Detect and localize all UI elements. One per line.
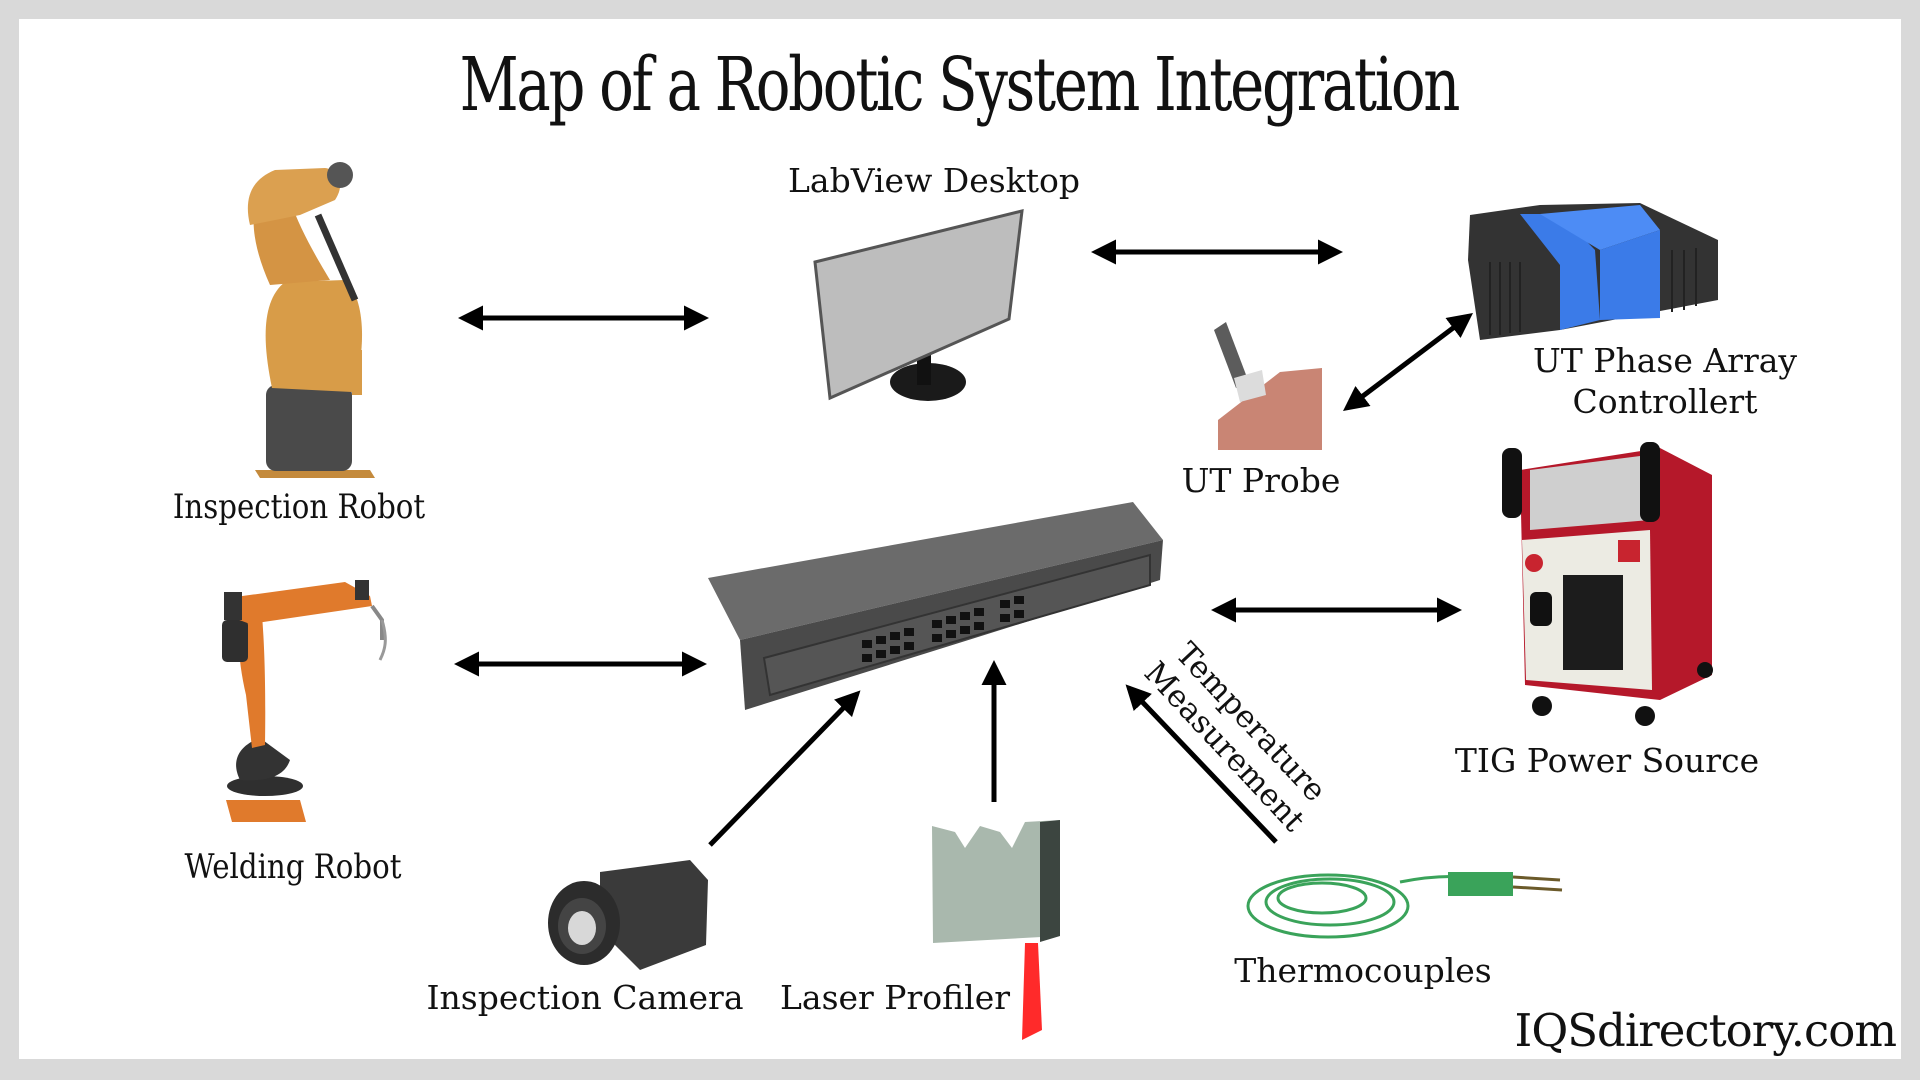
ut-controller-label-line1: UT Phase Array [1532,341,1798,380]
welding-robot-label: Welding Robot [184,847,402,887]
brand-watermark: IQSdirectory.com [1514,1004,1897,1057]
ut-controller-label: UT Phase Array Controllert [1533,340,1797,423]
ut-probe-label: UT Probe [1181,461,1341,500]
laser-profiler-label: Laser Profiler [779,978,1011,1017]
arrow-camera-switch [708,690,861,847]
arrow-ut-probe-ut-controller [1343,312,1473,412]
labview-label: LabView Desktop [788,161,1080,200]
thermocouples-label: Thermocouples [1234,951,1492,990]
inspection-robot-label: Inspection Robot [172,487,426,527]
tig-power-label: TIG Power Source [1454,741,1760,780]
diagram-title: Map of a Robotic System Integration [459,42,1461,128]
inspection-camera-label: Inspection Camera [426,978,744,1017]
arrow-thermocouple-switch [1125,684,1278,844]
ut-controller-label-line2: Controllert [1572,382,1758,422]
